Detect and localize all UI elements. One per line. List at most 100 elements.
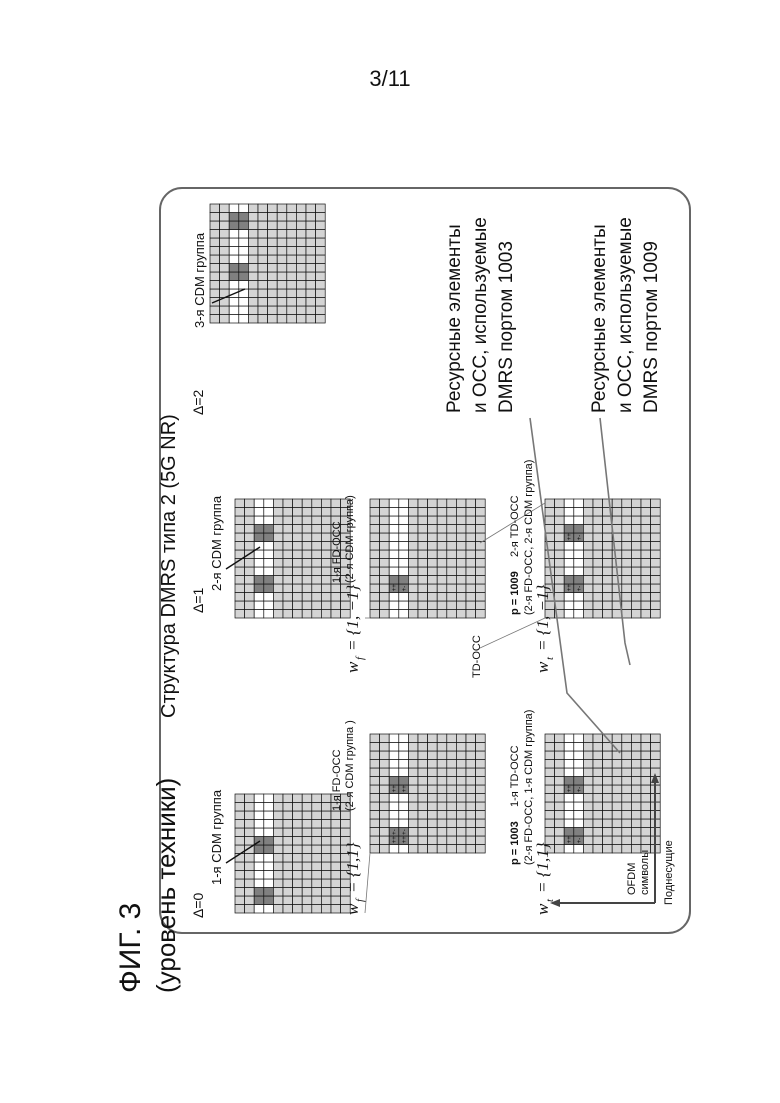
- re-cell: [593, 845, 603, 854]
- re-cell: [389, 794, 399, 803]
- cdm-label-1: 1-я CDM группа: [209, 789, 224, 885]
- re-cell: [316, 255, 326, 264]
- re-cell: [428, 751, 438, 760]
- cdm-label-2: 2-я CDM группа: [209, 495, 224, 591]
- legend2-line2: и OCC, используемые: [615, 217, 636, 413]
- re-cell: [210, 221, 220, 230]
- re-cell: [293, 811, 303, 820]
- re-cell: [293, 862, 303, 871]
- re-cell: [622, 584, 632, 593]
- re-cell: [380, 794, 390, 803]
- re-cell: [418, 751, 428, 760]
- re-cell: [316, 264, 326, 273]
- re-cell: [408, 550, 418, 559]
- re-cell: [312, 811, 322, 820]
- re-cell: [321, 879, 331, 888]
- re-cell: [456, 794, 466, 803]
- re-cell: [447, 836, 457, 845]
- re-cell: [555, 794, 565, 803]
- occ-mark: ++: [392, 836, 398, 844]
- re-cell: [277, 298, 287, 307]
- re-cell: [651, 567, 661, 576]
- re-cell: [293, 559, 303, 568]
- re-cell: [603, 777, 613, 786]
- re-cell: [564, 802, 574, 811]
- re-cell: [612, 734, 622, 743]
- re-cell: [583, 836, 593, 845]
- re-cell: [456, 542, 466, 551]
- re-cell: [331, 905, 341, 914]
- re-cell: [399, 777, 409, 786]
- re-cell: [593, 533, 603, 542]
- re-cell: [428, 499, 438, 508]
- re-cell: [408, 760, 418, 769]
- re-cell: [622, 593, 632, 602]
- re-cell: [306, 255, 316, 264]
- re-cell: [341, 811, 351, 820]
- re-cell: [583, 785, 593, 794]
- re-cell: [631, 550, 641, 559]
- re-cell: [331, 828, 341, 837]
- re-cell: [593, 836, 603, 845]
- re-cell: [277, 289, 287, 298]
- re-cell: [268, 247, 278, 256]
- svg-text:= {1, −1}: = {1, −1}: [533, 585, 552, 651]
- re-cell: [428, 819, 438, 828]
- re-cell: [456, 819, 466, 828]
- re-cell: [235, 610, 245, 619]
- re-cell: [428, 601, 438, 610]
- re-cell: [622, 559, 632, 568]
- re-cell: [331, 871, 341, 880]
- re-cell: [296, 315, 306, 324]
- re-cell: [321, 905, 331, 914]
- axis-ofdm-1: OFDM: [626, 863, 638, 895]
- re-cell: [418, 499, 428, 508]
- re-cell: [456, 601, 466, 610]
- re-cell: [264, 888, 274, 897]
- re-cell: [476, 811, 486, 820]
- re-cell: [603, 584, 613, 593]
- re-cell: [245, 499, 255, 508]
- re-cell: [418, 828, 428, 837]
- re-cell: [593, 743, 603, 752]
- re-cell: [456, 508, 466, 517]
- re-cell: [258, 213, 268, 222]
- re-cell: [235, 828, 245, 837]
- re-cell: [476, 802, 486, 811]
- re-cell: [466, 794, 476, 803]
- re-cell: [254, 845, 264, 854]
- re-cell: [545, 576, 555, 585]
- re-cell: [306, 298, 316, 307]
- wf-left: w f = {1,1}: [343, 842, 366, 915]
- occ-mark: ++: [567, 836, 573, 844]
- re-cell: [264, 811, 274, 820]
- re-cell: [380, 525, 390, 534]
- re-cell: [306, 230, 316, 239]
- re-cell: [277, 247, 287, 256]
- re-cell: [210, 315, 220, 324]
- re-cell: [287, 289, 297, 298]
- re-cell: [418, 542, 428, 551]
- re-cell: [235, 888, 245, 897]
- re-cell: [593, 508, 603, 517]
- re-cell: [583, 768, 593, 777]
- re-cell: [283, 533, 293, 542]
- re-cell: [555, 567, 565, 576]
- re-cell: [331, 593, 341, 602]
- re-cell: [399, 567, 409, 576]
- re-cell: [273, 888, 283, 897]
- re-cell: [268, 204, 278, 213]
- re-cell: [229, 272, 239, 281]
- re-cell: [235, 871, 245, 880]
- re-cell: [264, 584, 274, 593]
- re-cell: [273, 896, 283, 905]
- re-cell: [283, 794, 293, 803]
- re-cell: [447, 559, 457, 568]
- re-cell: [408, 542, 418, 551]
- re-cell: [466, 768, 476, 777]
- re-cell: [312, 533, 322, 542]
- re-cell: [380, 550, 390, 559]
- re-cell: [631, 610, 641, 619]
- re-cell: [574, 794, 584, 803]
- re-cell: [476, 593, 486, 602]
